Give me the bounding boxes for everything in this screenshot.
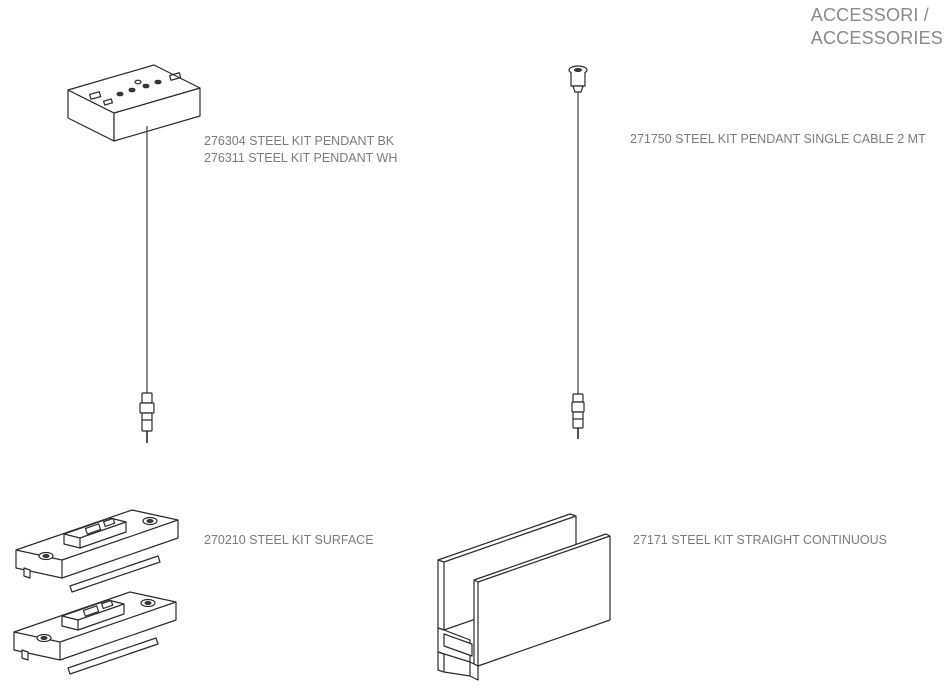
page-heading: ACCESSORI / ACCESSORIES <box>811 4 943 50</box>
product-label-surface-clips: 270210 STEEL KIT SURFACE <box>204 532 374 549</box>
surface-clips-illustration <box>13 509 179 675</box>
straight-connector-illustration <box>437 513 611 681</box>
product-code-line: 271750 STEEL KIT PENDANT SINGLE CABLE 2 … <box>630 132 926 146</box>
product-code-line: 27171 STEEL KIT STRAIGHT CONTINUOUS <box>633 533 888 547</box>
single-cable-pendant-illustration <box>568 65 588 439</box>
pendant-box-kit-illustration <box>67 64 201 443</box>
product-code-line: 270210 STEEL KIT SURFACE <box>204 533 374 547</box>
product-label-straight-connector: 27171 STEEL KIT STRAIGHT CONTINUOUS <box>633 532 887 549</box>
product-code-line: 276311 STEEL KIT PENDANT WH <box>204 151 398 165</box>
product-label-pendant-box-kit: 276304 STEEL KIT PENDANT BK 276311 STEEL… <box>204 133 397 167</box>
heading-english: ACCESSORIES <box>810 28 943 48</box>
surface-clip-lower <box>13 591 177 675</box>
surface-clip-upper <box>15 509 179 593</box>
product-code-line: 276304 STEEL KIT PENDANT BK <box>204 134 395 148</box>
heading-italian: ACCESSORI / <box>810 5 929 25</box>
product-label-single-cable-pendant: 271750 STEEL KIT PENDANT SINGLE CABLE 2 … <box>630 131 926 148</box>
